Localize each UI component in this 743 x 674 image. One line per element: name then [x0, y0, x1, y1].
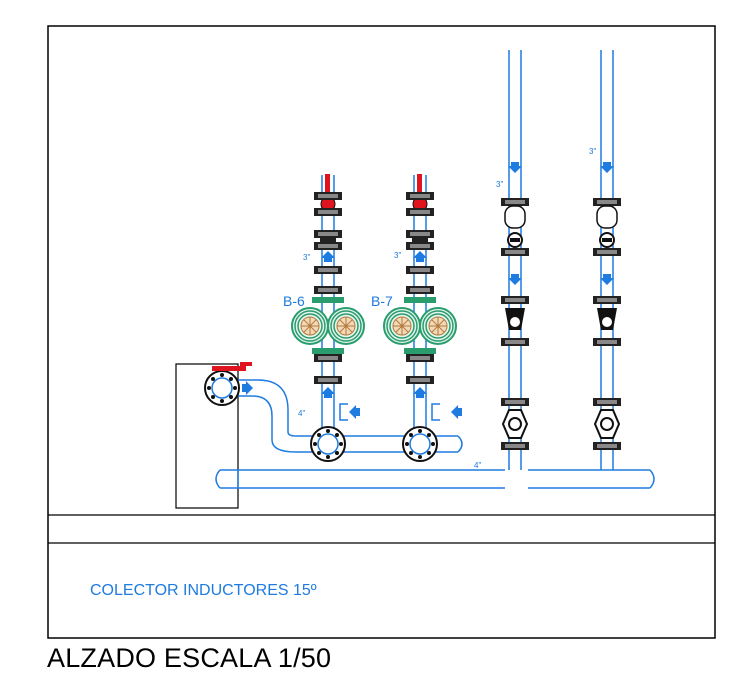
- pump-icon: [291, 297, 365, 354]
- pump-label-b7: B-7: [371, 293, 393, 309]
- pump-column-b7: [413, 175, 427, 436]
- pump-icon: [383, 297, 457, 354]
- pipe-size-label: 3": [303, 253, 310, 262]
- view-title: ALZADO ESCALA 1/50: [47, 643, 332, 673]
- flow-arrow-icon: [508, 162, 522, 173]
- bolt-flange: [204, 370, 240, 406]
- diagram-caption: COLECTOR INDUCTORES 15º: [90, 582, 317, 599]
- pump-column-b6: [321, 175, 335, 436]
- return-pipe-1: [508, 50, 522, 470]
- flow-arrow-icon: [508, 274, 522, 285]
- bolt-flange: [310, 426, 346, 462]
- bolt-flange: [402, 426, 438, 462]
- ball-valve-icon: [501, 398, 529, 450]
- flow-arrow-icon: [600, 162, 614, 173]
- flow-arrow-icon: [321, 251, 335, 262]
- gate-valve-icon: [501, 198, 529, 256]
- gate-valve-icon: [593, 198, 621, 256]
- pipe-size-label: 3": [496, 180, 503, 189]
- flow-arrow-icon: [600, 274, 614, 285]
- pump-label-b6: B-6: [283, 293, 305, 309]
- pipe-size-label: 3": [394, 251, 401, 260]
- valve-handle-icon: [314, 174, 342, 216]
- flow-arrow-icon: [413, 251, 427, 262]
- tank-box: [175, 363, 239, 509]
- check-valve-icon: [314, 230, 434, 250]
- check-valve-icon: [593, 296, 621, 346]
- flow-arrow-icon: [451, 405, 462, 419]
- flange-pair-lower: [314, 354, 434, 384]
- drawing-frame: [47, 25, 716, 639]
- flow-arrow-icon: [349, 405, 360, 419]
- main-collector-pipe: [215, 469, 655, 489]
- pipe-size-label: 4": [474, 461, 481, 470]
- inlet-stub: [339, 403, 440, 421]
- check-valve-icon: [501, 296, 529, 346]
- valve-handle-icon: [212, 362, 252, 371]
- pipe-size-label: 3": [589, 147, 596, 156]
- return-pipe-2: [600, 50, 614, 470]
- flow-arrow-icon: [321, 387, 335, 398]
- flow-arrow-icon: [242, 381, 253, 395]
- flow-arrow-icon: [413, 387, 427, 398]
- ball-valve-icon: [593, 398, 621, 450]
- valve-handle-icon: [406, 174, 434, 216]
- flange-pair: [314, 266, 434, 294]
- pipe-size-label: 4": [298, 409, 305, 418]
